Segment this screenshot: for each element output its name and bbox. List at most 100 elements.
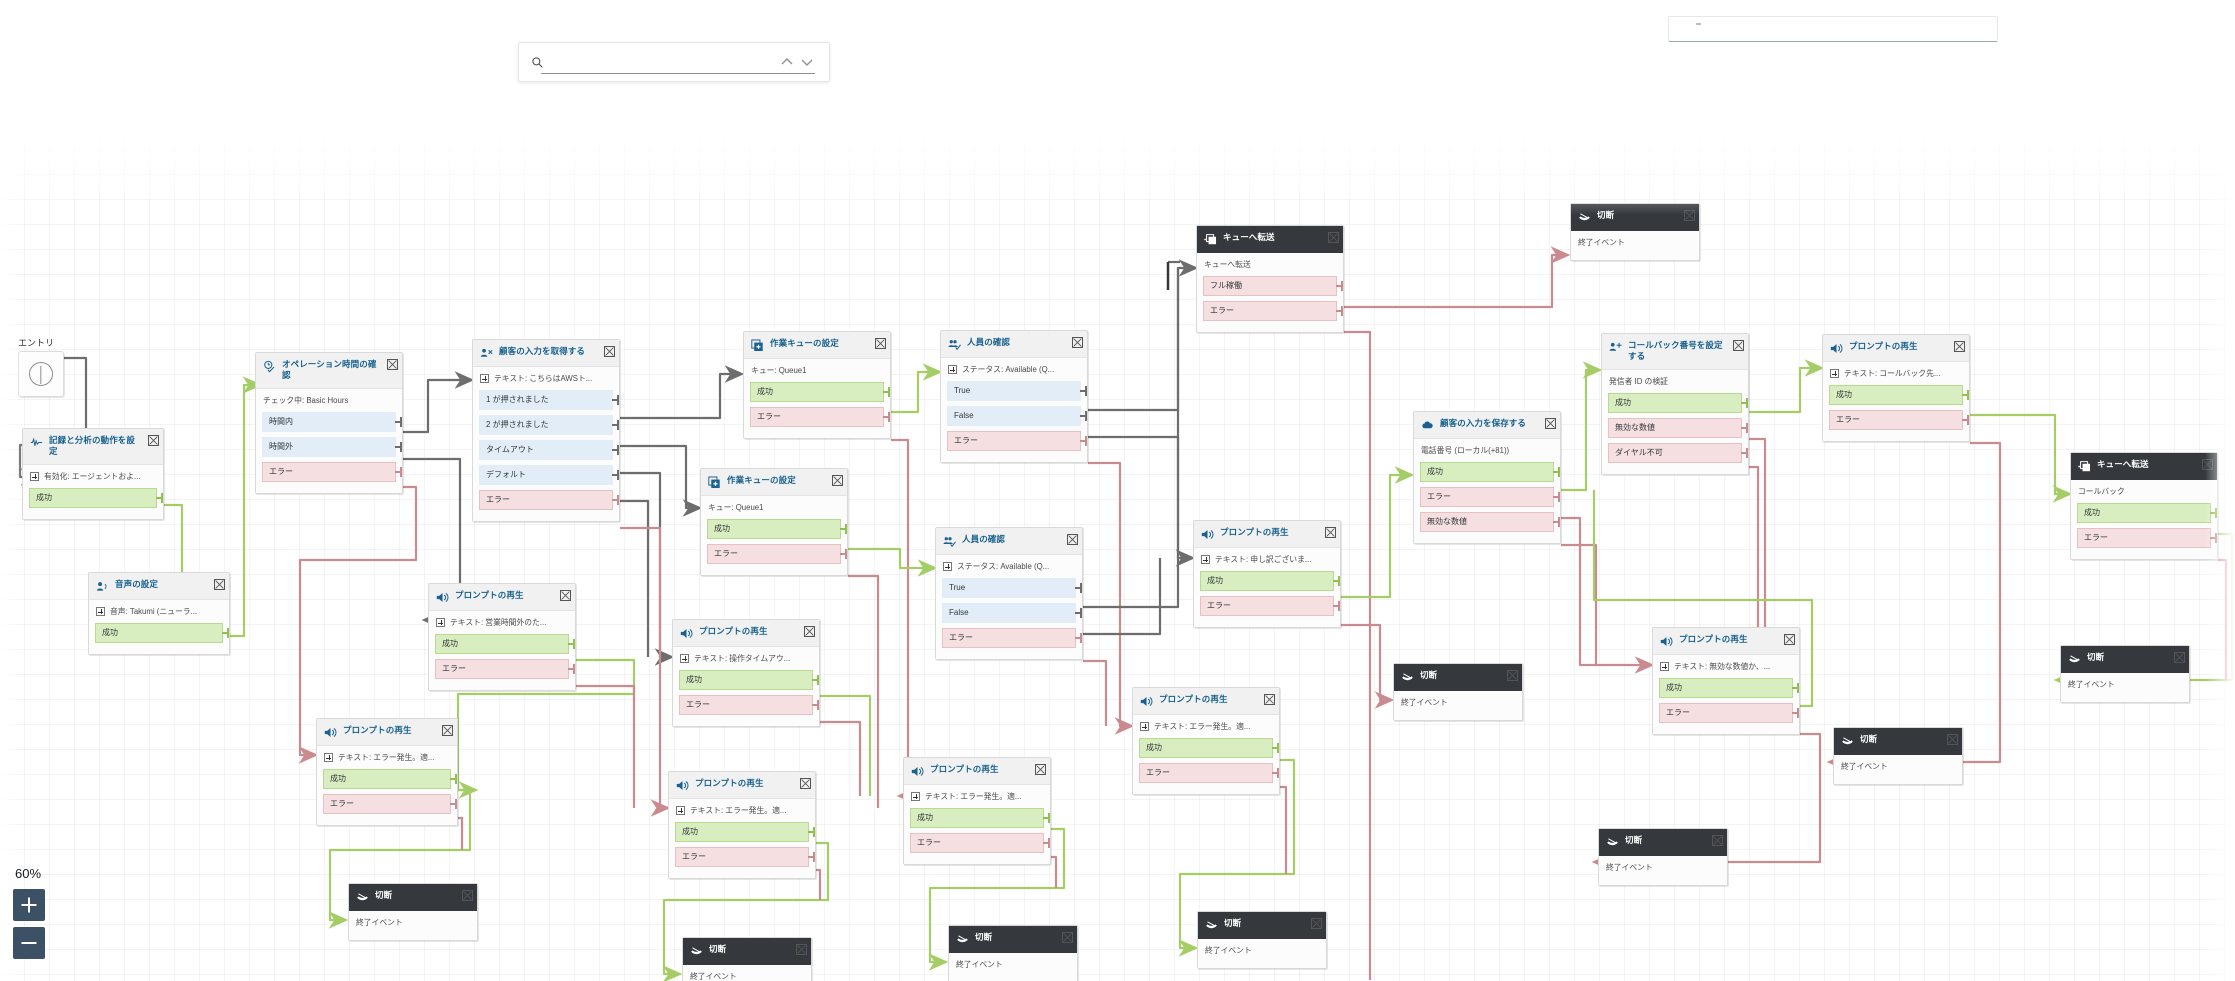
- node-port-エラー[interactable]: エラー: [435, 659, 575, 680]
- port-connector-handle[interactable]: [1080, 386, 1087, 397]
- close-icon[interactable]: [832, 473, 843, 486]
- port-connector-handle[interactable]: [1075, 633, 1082, 644]
- node-port-時間外[interactable]: 時間外: [262, 437, 402, 458]
- node-header[interactable]: コールバック番号を設定する: [1602, 334, 1748, 370]
- close-icon[interactable]: [1328, 230, 1339, 243]
- node-header[interactable]: 切断: [1834, 728, 1962, 755]
- node-port-成功[interactable]: 成功: [1829, 385, 1969, 406]
- node-port-無効な数値[interactable]: 無効な数値: [1420, 512, 1560, 533]
- close-icon[interactable]: [1072, 335, 1083, 348]
- node-header[interactable]: プロンプトの再生: [429, 584, 575, 611]
- close-icon[interactable]: [1947, 732, 1958, 745]
- node-port-タイムアウト[interactable]: タイムアウト: [479, 440, 619, 461]
- port-connector-handle[interactable]: [812, 675, 819, 686]
- expand-plus-icon[interactable]: [480, 374, 489, 384]
- node-port-無効な数値[interactable]: 無効な数値: [1608, 418, 1748, 439]
- port-connector-handle[interactable]: [156, 493, 163, 504]
- flow-node-n-prompt-err4[interactable]: プロンプトの再生テキスト: エラー発生。適...成功エラー: [1132, 687, 1280, 796]
- node-port-エラー[interactable]: エラー: [1829, 410, 1969, 431]
- flow-node-n-xfer1[interactable]: キューへ転送キューへ転送フル稼働エラー: [1196, 225, 1344, 334]
- node-port-ダイヤル不可[interactable]: ダイヤル不可: [1608, 443, 1748, 464]
- search-prev-icon[interactable]: [777, 52, 797, 72]
- close-icon[interactable]: [1325, 525, 1336, 538]
- port-connector-handle[interactable]: [1080, 411, 1087, 422]
- port-connector-handle[interactable]: [2210, 508, 2217, 519]
- close-icon[interactable]: [1784, 632, 1795, 645]
- port-connector-handle[interactable]: [1272, 768, 1279, 779]
- flow-node-n-prompt-offhours[interactable]: プロンプトの再生テキスト: 営業時間外のた...成功エラー: [428, 583, 576, 692]
- node-port-2 が押されました[interactable]: 2 が押されました: [479, 415, 619, 436]
- expand-plus-icon[interactable]: [943, 562, 952, 572]
- node-port-False[interactable]: False: [947, 406, 1087, 427]
- flow-node-n-prompt-err2[interactable]: プロンプトの再生テキスト: エラー発生。適...成功エラー: [668, 771, 816, 880]
- port-connector-handle[interactable]: [568, 664, 575, 675]
- node-header[interactable]: 切断: [1198, 912, 1326, 939]
- node-port-エラー[interactable]: エラー: [910, 833, 1050, 854]
- node-port-成功[interactable]: 成功: [1659, 678, 1799, 699]
- port-connector-handle[interactable]: [1741, 398, 1748, 409]
- close-icon[interactable]: [1264, 692, 1275, 705]
- port-connector-handle[interactable]: [808, 852, 815, 863]
- search-next-icon[interactable]: [797, 52, 817, 72]
- node-header[interactable]: 音声の設定: [89, 573, 229, 600]
- expand-plus-icon[interactable]: [1830, 369, 1839, 379]
- node-port-エラー[interactable]: エラー: [1659, 703, 1799, 724]
- zoom-controls[interactable]: 60%: [13, 866, 45, 965]
- node-port-True[interactable]: True: [942, 578, 1082, 599]
- port-connector-handle[interactable]: [1741, 448, 1748, 459]
- node-port-成功[interactable]: 成功: [679, 670, 819, 691]
- expand-plus-icon[interactable]: [1140, 722, 1149, 732]
- port-connector-handle[interactable]: [840, 524, 847, 535]
- node-header[interactable]: 作業キューの設定: [701, 469, 847, 496]
- node-header[interactable]: 切断: [683, 938, 811, 965]
- close-icon[interactable]: [804, 624, 815, 637]
- flow-node-n-prompt-timeout[interactable]: プロンプトの再生テキスト: 操作タイムアウ...成功エラー: [672, 619, 820, 728]
- port-connector-handle[interactable]: [1792, 708, 1799, 719]
- flow-node-n-disc5[interactable]: 切断終了イベント: [1598, 828, 1728, 887]
- node-port-成功[interactable]: 成功: [750, 382, 890, 403]
- node-port-エラー[interactable]: エラー: [679, 695, 819, 716]
- node-port-成功[interactable]: 成功: [707, 519, 847, 540]
- expand-plus-icon[interactable]: [436, 618, 445, 628]
- node-port-エラー[interactable]: エラー: [750, 407, 890, 428]
- node-port-成功[interactable]: 成功: [910, 808, 1050, 829]
- flow-node-n-prompt-cbdest[interactable]: プロンプトの再生テキスト: コールバック先...成功エラー: [1822, 334, 1970, 443]
- flow-node-n-disc8[interactable]: 切断終了イベント: [948, 925, 1078, 981]
- flow-node-n-callback-num[interactable]: コールバック番号を設定する発信者 ID の検証成功無効な数値ダイヤル不可: [1601, 333, 1749, 476]
- node-header[interactable]: 人員の確認: [941, 331, 1087, 358]
- flow-node-n-disc7[interactable]: 切断終了イベント: [682, 937, 812, 981]
- flow-node-n-xfer2[interactable]: キューへ転送コールバック成功エラー: [2070, 452, 2218, 561]
- node-port-エラー[interactable]: エラー: [675, 847, 815, 868]
- close-icon[interactable]: [1684, 208, 1695, 221]
- flow-node-n-voice[interactable]: 音声の設定音声: Takumi (ニューラ...成功: [88, 572, 230, 656]
- close-icon[interactable]: [1507, 668, 1518, 681]
- node-port-成功[interactable]: 成功: [2077, 503, 2217, 524]
- port-connector-handle[interactable]: [1553, 492, 1560, 503]
- node-port-エラー[interactable]: エラー: [2077, 528, 2217, 549]
- port-connector-handle[interactable]: [1336, 306, 1343, 317]
- node-header[interactable]: 切断: [1599, 829, 1727, 856]
- node-port-エラー[interactable]: エラー: [942, 628, 1082, 649]
- port-connector-handle[interactable]: [883, 387, 890, 398]
- close-icon[interactable]: [604, 344, 615, 357]
- flow-node-n-disc2[interactable]: 切断終了イベント: [1393, 663, 1523, 722]
- node-port-成功[interactable]: 成功: [95, 623, 229, 644]
- port-connector-handle[interactable]: [1075, 583, 1082, 594]
- port-connector-handle[interactable]: [450, 774, 457, 785]
- close-icon[interactable]: [1035, 762, 1046, 775]
- close-icon[interactable]: [875, 336, 886, 349]
- node-port-エラー[interactable]: エラー: [1200, 596, 1340, 617]
- port-connector-handle[interactable]: [1043, 813, 1050, 824]
- node-header[interactable]: プロンプトの再生: [1133, 688, 1279, 715]
- flow-node-n-disc3[interactable]: 切断終了イベント: [1833, 727, 1963, 786]
- port-connector-handle[interactable]: [883, 412, 890, 423]
- node-port-成功[interactable]: 成功: [323, 769, 457, 790]
- flow-node-n-prompt-err3[interactable]: プロンプトの再生テキスト: エラー発生。適...成功エラー: [903, 757, 1051, 866]
- node-port-時間内[interactable]: 時間内: [262, 412, 402, 433]
- port-connector-handle[interactable]: [395, 467, 402, 478]
- expand-plus-icon[interactable]: [324, 753, 333, 763]
